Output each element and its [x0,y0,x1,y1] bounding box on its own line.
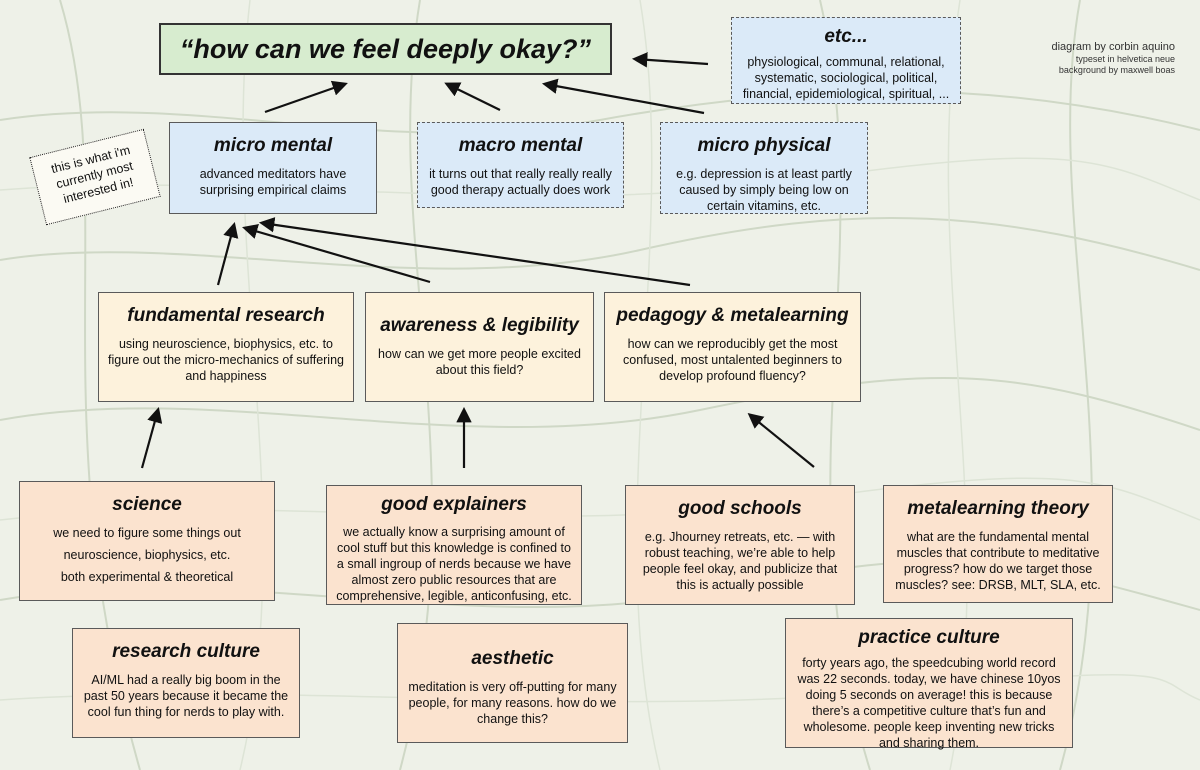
science-line-3: both experimental & theoretical [60,570,234,584]
credit-typeset: typeset in helvetica neue [1075,54,1175,64]
good-explainers-body: we actually know a surprising amount of … [336,525,572,603]
practice-culture-box: practice culture forty years ago, the sp… [785,618,1073,750]
main-question-box: “how can we feel deeply okay?” [159,23,612,75]
etc-body: physiological, communal, relational, sys… [742,55,950,101]
fundamental-research-title: fundamental research [127,305,325,326]
credit-background: background by maxwell boas [1058,65,1175,75]
main-question-text: “how can we feel deeply okay?” [179,33,592,64]
fundamental-research-body: using neuroscience, biophysics, etc. to … [108,337,344,383]
awareness-legibility-box: awareness & legibility how can we get mo… [365,292,594,402]
metalearning-theory-box: metalearning theory what are the fundame… [883,485,1113,603]
credit-diagram: diagram by corbin aquino [1051,41,1175,53]
science-box: science we need to figure some things ou… [19,481,275,601]
pedagogy-body: how can we reproducibly get the most con… [623,337,842,383]
etc-box: etc... physiological, communal, relation… [731,17,961,104]
awareness-legibility-body: how can we get more people excited about… [378,347,581,377]
macro-mental-title: macro mental [458,135,583,156]
practice-culture-title: practice culture [858,627,1000,648]
macro-mental-body: it turns out that really really really g… [429,167,612,197]
aesthetic-box: aesthetic meditation is very off-putting… [397,623,628,743]
science-line-1: we need to figure some things out [53,526,241,540]
micro-mental-box: micro mental advanced meditators have su… [169,122,377,214]
micro-mental-body: advanced meditators have surprising empi… [199,167,347,197]
micro-physical-title: micro physical [697,135,831,156]
practice-culture-body: forty years ago, the speedcubing world r… [797,656,1061,750]
etc-title: etc... [824,26,868,47]
micro-physical-body: e.g. depression is at least partly cause… [676,167,852,213]
micro-physical-box: micro physical e.g. depression is at lea… [660,122,868,214]
pedagogy-box: pedagogy & metalearning how can we repro… [604,292,861,402]
metalearning-theory-title: metalearning theory [907,498,1089,519]
awareness-legibility-title: awareness & legibility [380,315,579,336]
research-culture-box: research culture AI/ML had a really big … [72,628,300,738]
science-line-2: neuroscience, biophysics, etc. [63,548,231,562]
research-culture-title: research culture [112,641,260,662]
good-explainers-title: good explainers [381,494,527,515]
metalearning-theory-body: what are the fundamental mental muscles … [895,530,1101,592]
micro-mental-title: micro mental [213,135,333,156]
pedagogy-title: pedagogy & metalearning [616,305,849,326]
fundamental-research-box: fundamental research using neuroscience,… [98,292,354,402]
science-title: science [112,494,182,515]
interest-note-text: this is what i'm currently most interest… [49,142,135,207]
good-schools-box: good schools e.g. Jhourney retreats, etc… [625,485,855,605]
research-culture-body: AI/ML had a really big boom in the past … [83,673,289,719]
aesthetic-title: aesthetic [471,648,554,669]
good-schools-body: e.g. Jhourney retreats, etc. — with robu… [642,530,838,592]
aesthetic-body: meditation is very off-putting for many … [408,680,617,726]
good-schools-title: good schools [678,498,802,519]
credits: diagram by corbin aquino typeset in helv… [995,40,1175,76]
good-explainers-box: good explainers we actually know a surpr… [326,485,582,605]
macro-mental-box: macro mental it turns out that really re… [417,122,624,208]
